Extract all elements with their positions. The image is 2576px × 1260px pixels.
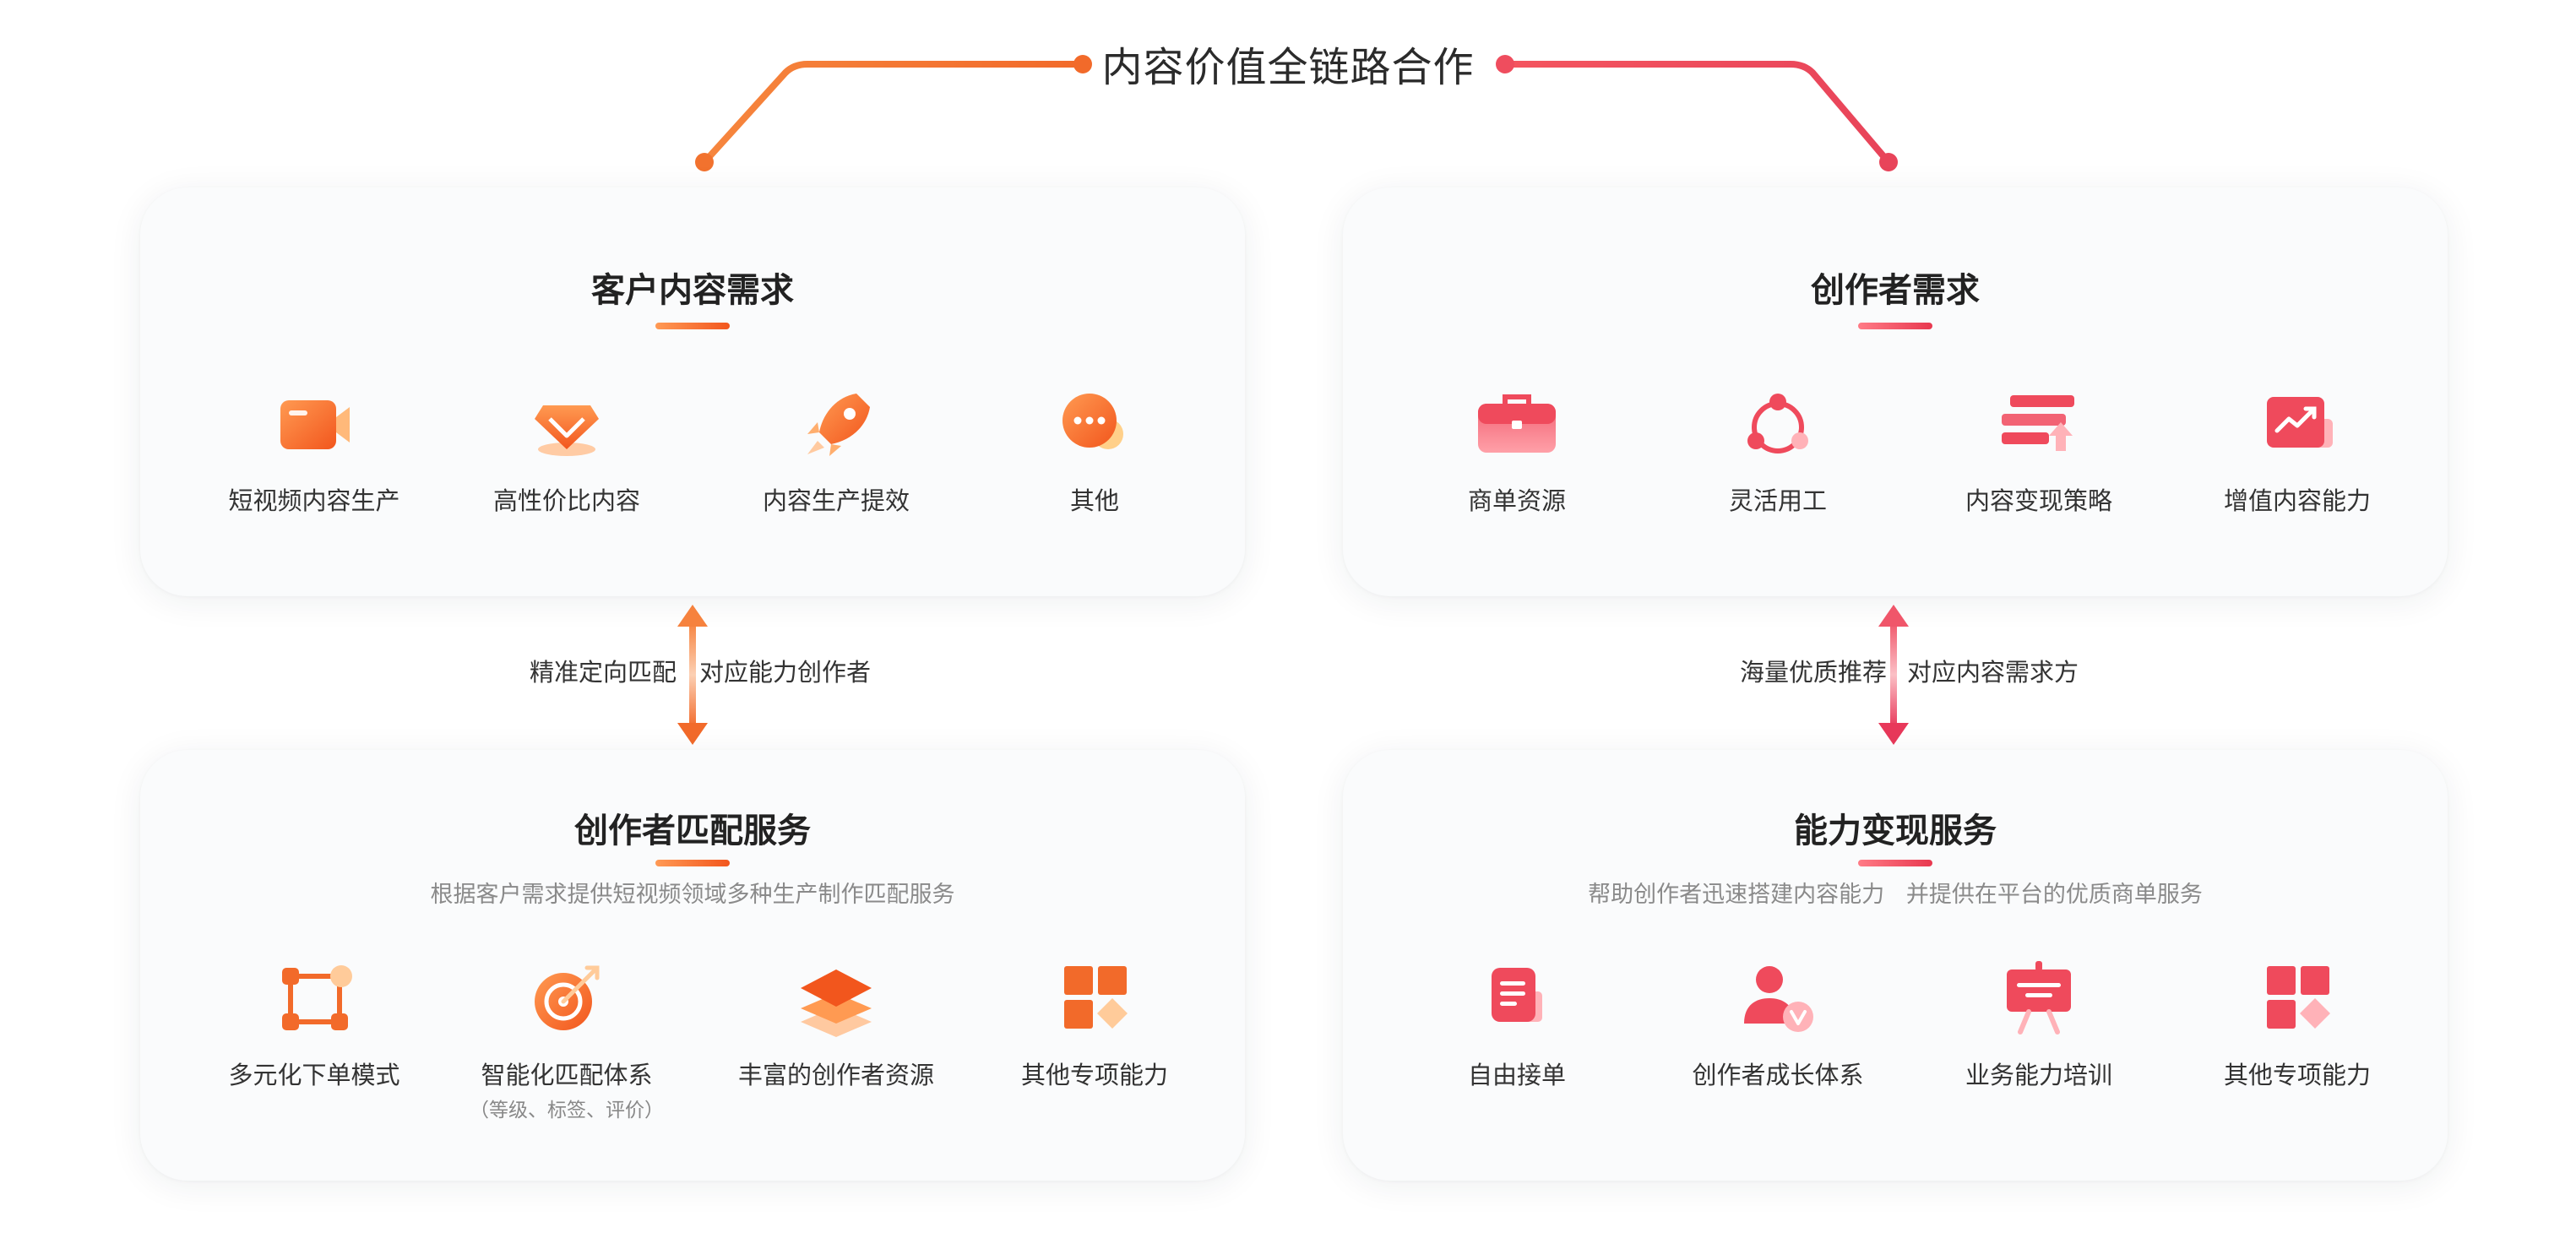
card-title: 客户内容需求	[591, 271, 794, 310]
presentation-board-icon	[2007, 961, 2071, 1035]
item-label: 内容变现策略	[1965, 486, 2112, 515]
item-other-capabilities: 其他专项能力	[2171, 956, 2424, 1091]
strategy-stack-icon	[2002, 395, 2074, 451]
left-connector-label-b: 对应能力创作者	[699, 658, 872, 687]
monetization-card: 能力变现服务 帮助创作者迅速搭建内容能力 并提供在平台的优质商单服务 自由接单 …	[1343, 750, 2448, 1181]
card-subtitle: 根据客户需求提供短视频领域多种生产制作匹配服务	[430, 882, 955, 908]
item-label: 商单资源	[1467, 486, 1566, 515]
item-label: 智能化匹配体系	[481, 1061, 653, 1089]
item-label: 增值内容能力	[2223, 486, 2371, 515]
trend-chart-icon	[2267, 397, 2333, 448]
item-note: （等级、标签、评价）	[470, 1100, 664, 1122]
item-value-added: 增值内容能力	[2171, 382, 2424, 517]
card-subtitle: 帮助创作者迅速搭建内容能力 并提供在平台的优质商单服务	[1588, 882, 2203, 908]
item-skills-training: 业务能力培训	[1912, 956, 2166, 1091]
item-label: 丰富的创作者资源	[737, 1061, 934, 1089]
item-efficiency: 内容生产提效	[709, 382, 963, 517]
item-label: 高性价比内容	[492, 486, 640, 515]
left-connector-line	[701, 61, 1084, 166]
item-diverse-ordering: 多元化下单模式	[187, 956, 441, 1091]
main-title: 内容价值全链路合作	[1101, 44, 1475, 91]
title-underline	[1858, 323, 1932, 329]
briefcase-icon	[1478, 394, 1556, 453]
item-free-orders: 自由接单	[1390, 956, 1644, 1091]
layers-icon	[801, 969, 872, 1037]
card-title: 创作者匹配服务	[574, 812, 811, 850]
title-underline	[655, 860, 730, 866]
item-label: 创作者成长体系	[1692, 1061, 1864, 1089]
video-camera-icon	[280, 400, 350, 449]
card-title: 能力变现服务	[1794, 812, 1997, 850]
item-monetization-strategy: 内容变现策略	[1912, 382, 2166, 517]
right-connector-dot-top	[1496, 55, 1514, 73]
creator-needs-card: 创作者需求 商单资源 灵活用工	[1343, 187, 2448, 596]
item-label: 其他	[1069, 486, 1119, 515]
left-connector-dot-top	[1073, 55, 1092, 73]
item-label: 短视频内容生产	[228, 486, 400, 515]
title-underline	[655, 323, 730, 329]
creator-matching-card: 创作者匹配服务 根据客户需求提供短视频领域多种生产制作匹配服务 多元化下单模式	[140, 750, 1245, 1181]
item-business-orders: 商单资源	[1390, 382, 1644, 517]
right-connector-dot-bottom	[1879, 153, 1898, 171]
right-connector-line	[1503, 61, 1892, 166]
customer-needs-card: 客户内容需求 短视频内容生产 高性价比内容	[140, 187, 1245, 596]
item-label: 其他专项能力	[2223, 1061, 2371, 1089]
item-cost-effective: 高性价比内容	[440, 382, 693, 517]
item-creator-resources: 丰富的创作者资源	[709, 956, 963, 1091]
item-label: 多元化下单模式	[228, 1061, 400, 1089]
item-smart-matching: 智能化匹配体系 （等级、标签、评价）	[440, 956, 693, 1123]
item-label: 灵活用工	[1728, 486, 1827, 515]
right-bidirectional-arrow	[1878, 605, 1909, 745]
chat-bubble-icon	[1062, 394, 1123, 449]
grid-blocks-icon	[2267, 966, 2330, 1029]
item-short-video: 短视频内容生产	[187, 382, 441, 517]
item-label: 其他专项能力	[1020, 1061, 1168, 1089]
rocket-icon	[807, 394, 870, 456]
diamond-icon	[535, 405, 599, 456]
left-bidirectional-arrow	[677, 605, 708, 745]
item-other-capabilities: 其他专项能力	[968, 956, 1221, 1091]
grid-blocks-icon	[1064, 966, 1128, 1029]
document-icon	[1492, 968, 1542, 1022]
item-flexible-work: 灵活用工	[1651, 382, 1905, 517]
card-title: 创作者需求	[1811, 271, 1980, 310]
left-connector-dot-bottom	[695, 153, 714, 171]
item-label: 内容生产提效	[762, 486, 910, 515]
item-label: 自由接单	[1467, 1061, 1566, 1089]
target-icon	[535, 965, 600, 1030]
left-connector-label-a: 精准定向匹配	[530, 658, 677, 687]
nodes-icon	[282, 965, 352, 1030]
verified-user-icon	[1744, 966, 1813, 1032]
item-growth-system: 创作者成长体系	[1651, 956, 1905, 1091]
cycle-icon	[1747, 394, 1808, 453]
title-underline	[1858, 860, 1932, 866]
right-connector-label-b: 对应内容需求方	[1907, 658, 2079, 687]
right-connector-label-a: 海量优质推荐	[1740, 658, 1888, 687]
item-label: 业务能力培训	[1965, 1061, 2112, 1089]
item-other: 其他	[968, 382, 1221, 517]
